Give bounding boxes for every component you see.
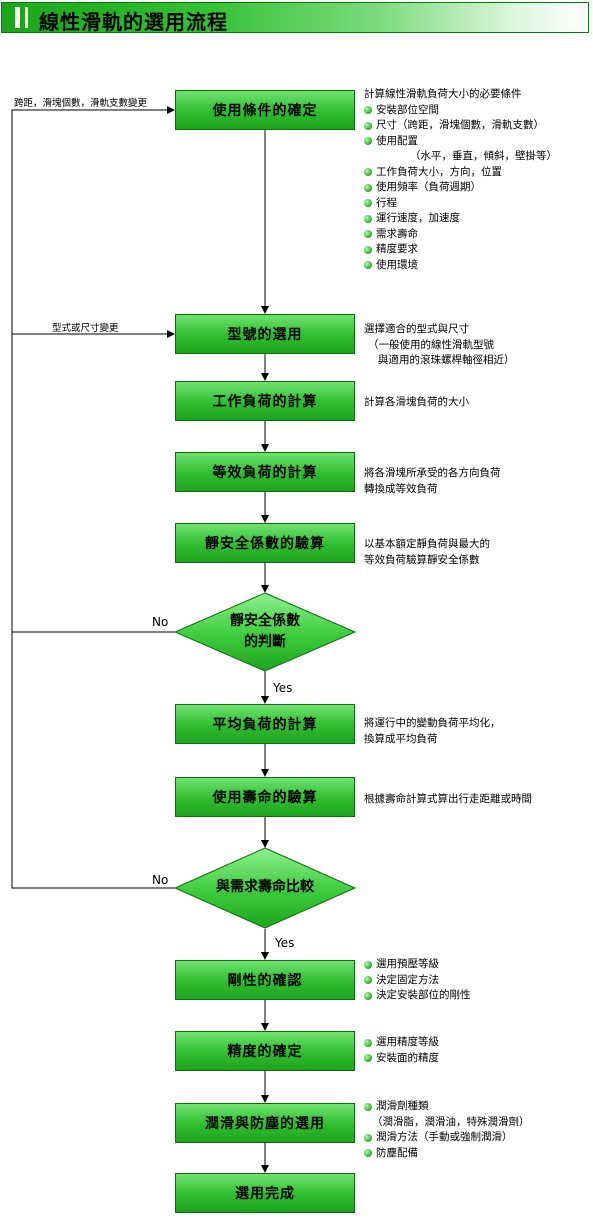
note-equivalent-load: 將各滑塊所承受的各方向負荷 轉換成等效負荷: [364, 466, 501, 497]
note-lubrication: 潤滑劑種類 （潤滑脂，潤滑油，特殊潤滑劑） 潤滑方法（手動或強制潤滑） 防塵配備: [364, 1099, 530, 1161]
step-lubrication-dust: 潤滑與防塵的選用: [175, 1103, 355, 1143]
bullet-icon: [364, 168, 372, 177]
note-mean-load: 將運行中的變動負荷平均化， 換算成平均負荷: [364, 716, 501, 747]
bullet-icon: [364, 1038, 372, 1047]
bullet-icon: [364, 106, 372, 115]
note-usage-item: 使用配置: [364, 134, 557, 150]
note-usage-item: 行程: [364, 196, 557, 212]
bullet-icon: [364, 214, 372, 223]
step-equivalent-load-calc: 等效負荷的計算: [175, 452, 355, 492]
note-lubrication-sub: （潤滑脂，潤滑油，特殊潤滑劑）: [372, 1115, 530, 1128]
note-accuracy-item: 安裝面的精度: [364, 1051, 439, 1067]
note-model-selection: 選擇適合的型式與尺寸 （一般使用的線性滑軌型號 與適用的滾珠螺桿軸徑相近）: [364, 322, 515, 369]
bullet-icon: [364, 991, 372, 1000]
decision-life-no: No: [152, 873, 169, 887]
title-bar: 線性滑軌的選用流程: [1, 2, 589, 34]
note-static-line1: 以基本額定靜負荷與最大的: [364, 538, 490, 550]
decision-safety-line2: 的判斷: [244, 634, 286, 650]
note-equivalent-line1: 將各滑塊所承受的各方向負荷: [364, 467, 501, 479]
note-lubrication-item: 潤滑方法（手動或強制潤滑）: [364, 1130, 530, 1146]
step-usage-conditions: 使用條件的確定: [175, 90, 355, 130]
loop-label-model-change: 型式或尺寸變更: [52, 323, 119, 334]
bullet-icon: [364, 183, 372, 192]
note-work-load: 計算各滑塊負荷的大小: [364, 396, 469, 408]
loop-label-span-change: 跨距，滑塊個數，滑軌支數變更: [14, 98, 148, 109]
note-model-line1: 選擇適合的型式與尺寸: [364, 323, 469, 335]
note-usage-item: 尺寸（跨距，滑塊個數，滑軌支數）: [364, 118, 557, 134]
note-usage-item: 精度要求: [364, 242, 557, 258]
step-selection-complete: 選用完成: [175, 1173, 355, 1213]
note-usage-item: 需求壽命: [364, 227, 557, 243]
title-stripe-decoration-2: [25, 7, 28, 28]
decision-diamond-safety: [173, 592, 357, 672]
decision-diamond-life: [173, 847, 357, 929]
note-mean-line2: 換算成平均負荷: [364, 732, 438, 745]
note-lubrication-item: 潤滑劑種類: [364, 1099, 530, 1115]
decision-life-label: 與需求壽命比較: [216, 879, 314, 895]
note-usage-item: 使用環境: [364, 258, 557, 274]
note-mean-line1: 將運行中的變動負荷平均化，: [364, 717, 501, 729]
note-static-line2: 等效負荷驗算靜安全係數: [364, 553, 480, 566]
note-usage-conditions: 計算線性滑軌負荷大小的必要條件 安裝部位空間 尺寸（跨距，滑塊個數，滑軌支數） …: [364, 87, 557, 273]
note-life-check: 根據壽命計算式算出行走距離或時間: [364, 793, 532, 805]
bullet-icon: [364, 137, 372, 146]
note-accuracy: 選用精度等級 安裝面的精度: [364, 1035, 439, 1066]
note-usage-item: 運行速度，加速度: [364, 211, 557, 227]
note-usage-item: 安裝部位空間: [364, 103, 557, 119]
bullet-icon: [364, 1149, 372, 1158]
loop-from-d2: [11, 106, 175, 889]
step-model-selection: 型號的選用: [175, 314, 355, 354]
step-mean-load-calc: 平均負荷的計算: [175, 704, 355, 744]
bullet-icon: [364, 121, 372, 130]
note-rigidity: 選用預壓等級 決定固定方法 決定安裝部位的剛性: [364, 957, 471, 1004]
bullet-icon: [364, 230, 372, 239]
step-life-check: 使用壽命的驗算: [175, 777, 355, 817]
decision-life-yes: Yes: [275, 936, 295, 950]
page-title: 線性滑軌的選用流程: [39, 10, 228, 34]
note-usage-sub: （水平，垂直，傾斜，壁掛等）: [410, 150, 557, 162]
bullet-icon: [364, 199, 372, 208]
decision-safety-line1: 靜安全係數: [230, 613, 300, 629]
step-accuracy-determine: 精度的確定: [175, 1031, 355, 1071]
note-model-line3: 與適用的滾珠螺桿軸徑相近）: [378, 354, 515, 366]
bullet-icon: [364, 1133, 372, 1142]
note-accuracy-item: 選用精度等級: [364, 1035, 439, 1051]
title-background: [1, 2, 589, 33]
step-work-load-calc: 工作負荷的計算: [175, 381, 355, 421]
decision-safety-no: No: [152, 615, 169, 629]
note-usage-item: 工作負荷大小，方向，位置: [364, 165, 557, 181]
bullet-icon: [364, 960, 372, 969]
bullet-icon: [364, 245, 372, 254]
step-static-safety-check: 靜安全係數的驗算: [175, 523, 355, 563]
note-usage-head: 計算線性滑軌負荷大小的必要條件: [364, 88, 522, 100]
title-stripe-decoration: [15, 7, 20, 28]
decision-safety-label: 靜安全係數 的判斷: [195, 611, 335, 653]
note-lubrication-item: 防塵配備: [364, 1146, 530, 1162]
note-rigidity-item: 決定固定方法: [364, 973, 471, 989]
note-usage-item: 使用頻率（負荷週期）: [364, 180, 557, 196]
bullet-icon: [364, 976, 372, 985]
note-equivalent-line2: 轉換成等效負荷: [364, 482, 438, 495]
bullet-icon: [364, 1102, 372, 1111]
note-model-line2: （一般使用的線性滑軌型號: [368, 338, 494, 351]
bullet-icon: [364, 1054, 372, 1063]
bullet-icon: [364, 261, 372, 270]
step-rigidity-confirm: 剛性的確認: [175, 960, 355, 1000]
decision-safety-yes: Yes: [273, 681, 293, 695]
note-rigidity-item: 選用預壓等級: [364, 957, 471, 973]
note-static-safety: 以基本額定靜負荷與最大的 等效負荷驗算靜安全係數: [364, 537, 490, 568]
note-rigidity-item: 決定安裝部位的剛性: [364, 988, 471, 1004]
